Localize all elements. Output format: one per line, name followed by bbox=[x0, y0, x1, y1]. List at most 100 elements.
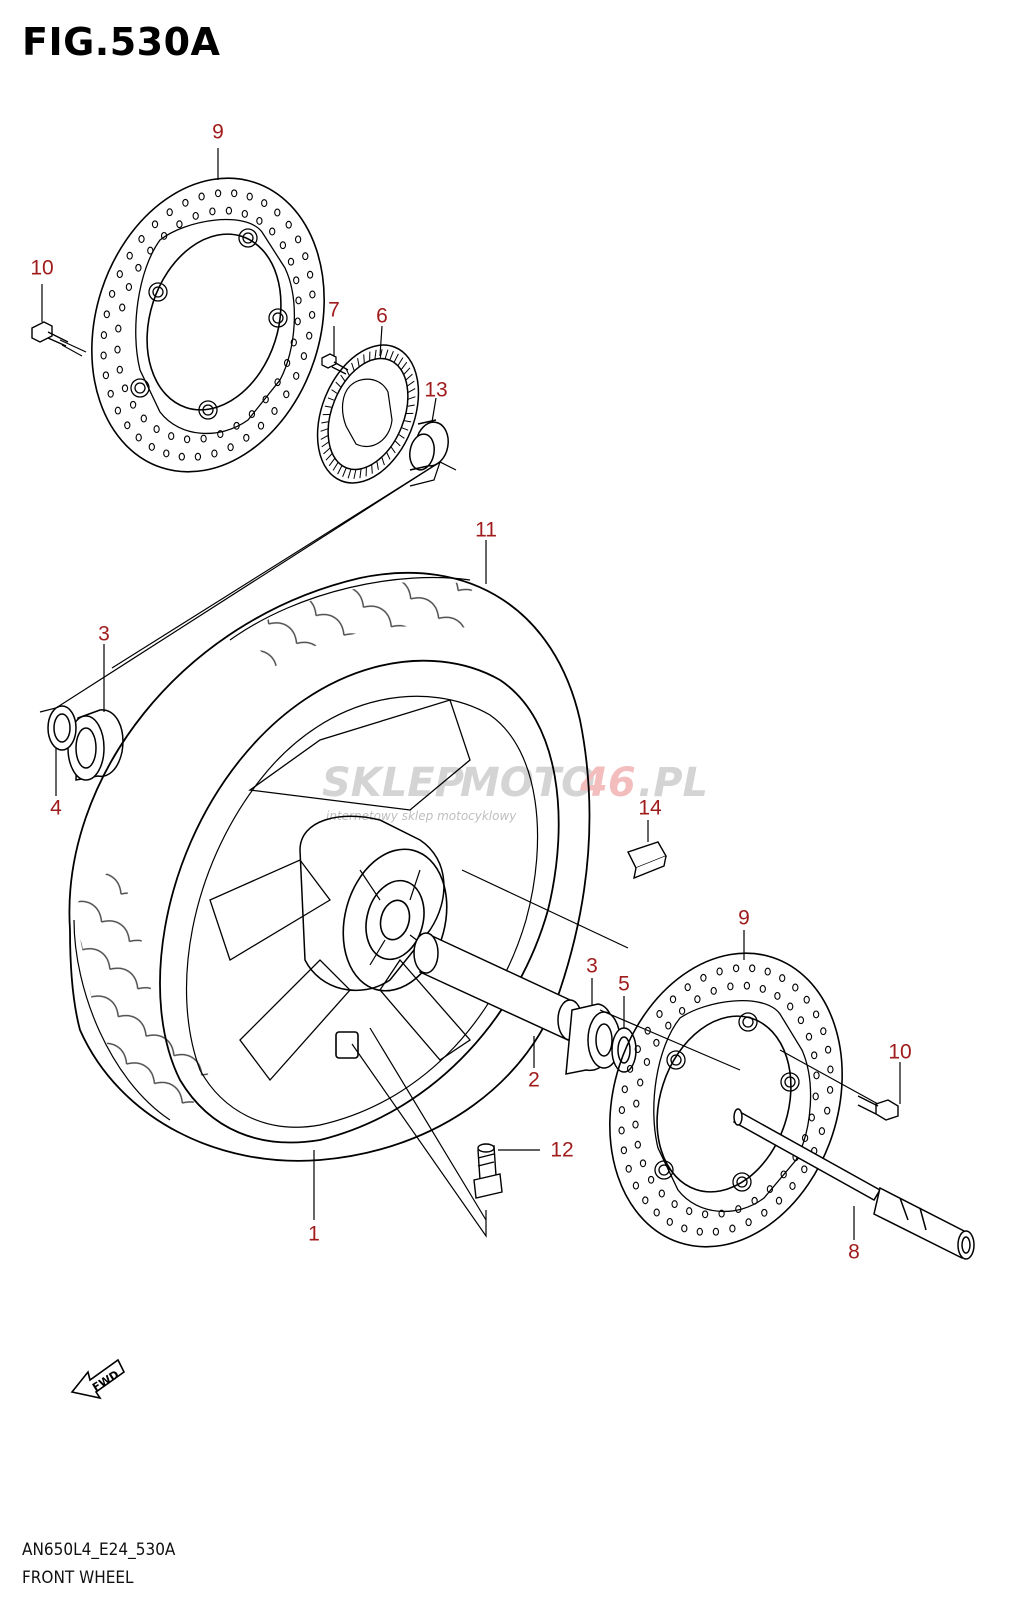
abs-ring-tooth bbox=[393, 353, 399, 364]
disc-bolt-boss bbox=[654, 1160, 674, 1180]
disc-hole bbox=[269, 227, 276, 236]
abs-ring-tooth bbox=[353, 469, 357, 479]
disc-hole bbox=[261, 199, 268, 208]
disc-bolt-boss bbox=[238, 228, 258, 248]
abs-ring-tooth bbox=[386, 452, 391, 460]
abs-ring-tooth bbox=[359, 468, 362, 479]
abs-ring-tooth bbox=[324, 405, 332, 408]
abs-ring-tooth bbox=[357, 358, 360, 367]
disc-bolt-boss bbox=[742, 1016, 754, 1028]
callout-5: 5 bbox=[618, 972, 630, 996]
disc-hole bbox=[140, 414, 147, 423]
abs-ring-tooth bbox=[371, 464, 373, 474]
disc-hole bbox=[626, 1064, 634, 1073]
disc-hole bbox=[761, 1208, 768, 1217]
disc-bolt-right bbox=[857, 1095, 899, 1121]
disc-hole bbox=[262, 395, 269, 404]
callout-10-upper: 10 bbox=[30, 256, 54, 280]
abs-ring-tooth bbox=[398, 434, 405, 439]
disc-bolt-boss bbox=[202, 404, 214, 416]
disc-hole bbox=[153, 425, 160, 434]
disc-hole bbox=[209, 207, 216, 216]
disc-hole bbox=[710, 986, 717, 995]
disc-hole bbox=[644, 1026, 651, 1035]
abs-ring-tooth bbox=[403, 367, 411, 375]
disc-hole bbox=[295, 296, 302, 305]
disc-hole bbox=[233, 421, 240, 430]
disc-hole bbox=[107, 389, 114, 398]
watermark-brand-d: .PL bbox=[638, 760, 708, 806]
disc-hole bbox=[306, 331, 313, 340]
disc-hole bbox=[634, 1045, 641, 1054]
disc-hole bbox=[620, 1146, 628, 1155]
disc-hole bbox=[116, 270, 123, 279]
disc-hole bbox=[119, 303, 126, 312]
disc-hole bbox=[780, 1170, 787, 1179]
disc-hole bbox=[766, 1185, 774, 1194]
disc-bolt-boss bbox=[130, 378, 150, 398]
disc-hole bbox=[653, 1038, 660, 1047]
watermark-brand-a: SKLEP bbox=[322, 760, 464, 806]
disc-hole bbox=[729, 1224, 736, 1233]
disc-hole bbox=[686, 1207, 693, 1216]
disc-bolt-boss bbox=[658, 1164, 670, 1176]
abs-ring-tooth bbox=[323, 447, 331, 455]
abs-ring-tooth bbox=[389, 351, 394, 361]
disc-hole bbox=[160, 231, 168, 240]
callout-3-right: 3 bbox=[586, 954, 598, 978]
disc-hole bbox=[700, 973, 707, 982]
disc-hole bbox=[621, 1085, 628, 1094]
disc-hole bbox=[200, 434, 207, 443]
disc-hole bbox=[135, 263, 142, 272]
abs-ring-tooth bbox=[342, 467, 347, 477]
disc-hole bbox=[116, 365, 123, 374]
disc-hole bbox=[178, 452, 185, 461]
disc-hole bbox=[716, 967, 723, 976]
disc-hole bbox=[124, 421, 131, 430]
disc-hole bbox=[827, 1065, 834, 1074]
disc-hole bbox=[198, 192, 205, 201]
brake-disc-right bbox=[609, 952, 843, 1248]
disc-hole bbox=[805, 1032, 813, 1041]
abs-ring-tooth bbox=[327, 397, 335, 401]
disc-hole bbox=[248, 410, 256, 419]
disc-hole bbox=[225, 206, 233, 215]
disc-hole bbox=[801, 1134, 809, 1142]
abs-ring-screw bbox=[321, 353, 349, 375]
disc-hole bbox=[678, 1006, 686, 1015]
brake-disc-left bbox=[91, 177, 325, 473]
disc-hole bbox=[100, 331, 108, 340]
disc-hole bbox=[182, 198, 189, 207]
disc-hole bbox=[125, 283, 133, 291]
disc-bolt-boss bbox=[242, 232, 254, 244]
abs-ring-tooth bbox=[320, 435, 329, 440]
disc-bolt-boss bbox=[732, 1172, 752, 1192]
abs-ring-tooth bbox=[405, 373, 413, 381]
abs-ring-tooth bbox=[325, 453, 333, 461]
disc-hole bbox=[309, 290, 316, 299]
disc-hole bbox=[681, 1224, 688, 1233]
disc-hole bbox=[653, 1208, 660, 1217]
abs-ring-tooth bbox=[404, 420, 412, 423]
disc-hole bbox=[192, 211, 199, 220]
disc-hole bbox=[285, 220, 292, 229]
callout-3-left: 3 bbox=[98, 622, 110, 646]
disc-hole bbox=[227, 443, 234, 452]
disc-hole bbox=[283, 390, 290, 399]
disc-hole bbox=[302, 252, 309, 261]
abs-ring-tooth bbox=[331, 389, 338, 394]
disc-hole bbox=[194, 452, 202, 461]
disc-hole bbox=[147, 246, 154, 255]
disc-hole bbox=[633, 1099, 640, 1108]
disc-hole bbox=[115, 324, 122, 333]
dust-seal bbox=[409, 419, 449, 471]
disc-hole bbox=[176, 220, 183, 229]
disc-hole bbox=[745, 1218, 752, 1227]
disc-hole bbox=[820, 1027, 827, 1036]
wheel-rim bbox=[209, 699, 471, 1082]
disc-bolt-boss bbox=[784, 1076, 796, 1088]
disc-hole bbox=[290, 338, 297, 347]
disc-hole bbox=[818, 1127, 826, 1136]
disc-hole bbox=[257, 421, 265, 430]
